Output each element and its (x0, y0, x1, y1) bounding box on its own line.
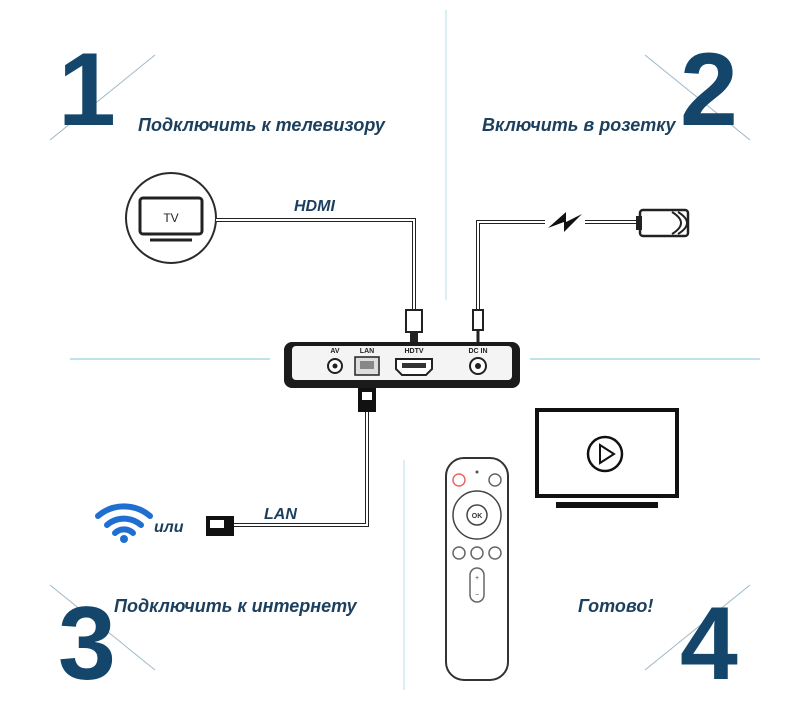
hdmi-label: HDMI (294, 198, 335, 215)
lan-cable (206, 388, 376, 536)
port-av-label: AV (330, 348, 340, 355)
diagonal-step-3 (49, 584, 156, 671)
power-button (452, 473, 466, 487)
volume-rocker (469, 567, 485, 603)
step-3-number: 3 (58, 586, 116, 702)
wifi-icon (95, 503, 153, 543)
mute-button (488, 473, 502, 487)
power-plug (636, 208, 690, 238)
ok-button (466, 504, 488, 526)
lan-port: LAN (354, 348, 380, 376)
port-dc-in-label: DC IN (468, 348, 487, 355)
quadrant-dividers (49, 10, 760, 690)
power-cable (472, 208, 690, 342)
tv-box: AV LAN HDTV DC IN (284, 342, 520, 388)
dc-in-port: DC IN (468, 348, 488, 375)
step-4-number: 4 (680, 586, 738, 702)
step-2-number: 2 (680, 32, 738, 148)
hdmi-cable (216, 218, 423, 342)
lan-label: LAN (264, 506, 297, 523)
tv-label: TV (163, 211, 178, 225)
tv-icon: TV (125, 172, 217, 264)
diagonal-step-1 (49, 54, 156, 141)
or-label: или (154, 519, 184, 536)
hdmi-plug (405, 309, 423, 333)
step-1-number: 1 (58, 32, 116, 148)
port-hdtv-label: HDTV (404, 348, 423, 355)
step-3-caption: Подключить к интернету (114, 596, 357, 616)
lightning-icon (548, 212, 582, 232)
step-4-caption: Готово! (578, 596, 654, 616)
av-port: AV (327, 348, 343, 374)
tv-screen (535, 408, 679, 508)
svg-text:+: + (475, 575, 479, 582)
svg-text:−: − (475, 592, 479, 599)
port-lan-label: LAN (360, 348, 374, 355)
step-2-caption: Включить в розетку (482, 115, 676, 135)
diagonal-step-2 (644, 54, 751, 141)
diagonal-step-4 (644, 584, 751, 671)
hdtv-port: HDTV (395, 348, 433, 376)
remote-control: OK + − (445, 457, 509, 681)
ok-label: OK (472, 513, 483, 520)
step-1-caption: Подключить к телевизору (138, 115, 385, 135)
